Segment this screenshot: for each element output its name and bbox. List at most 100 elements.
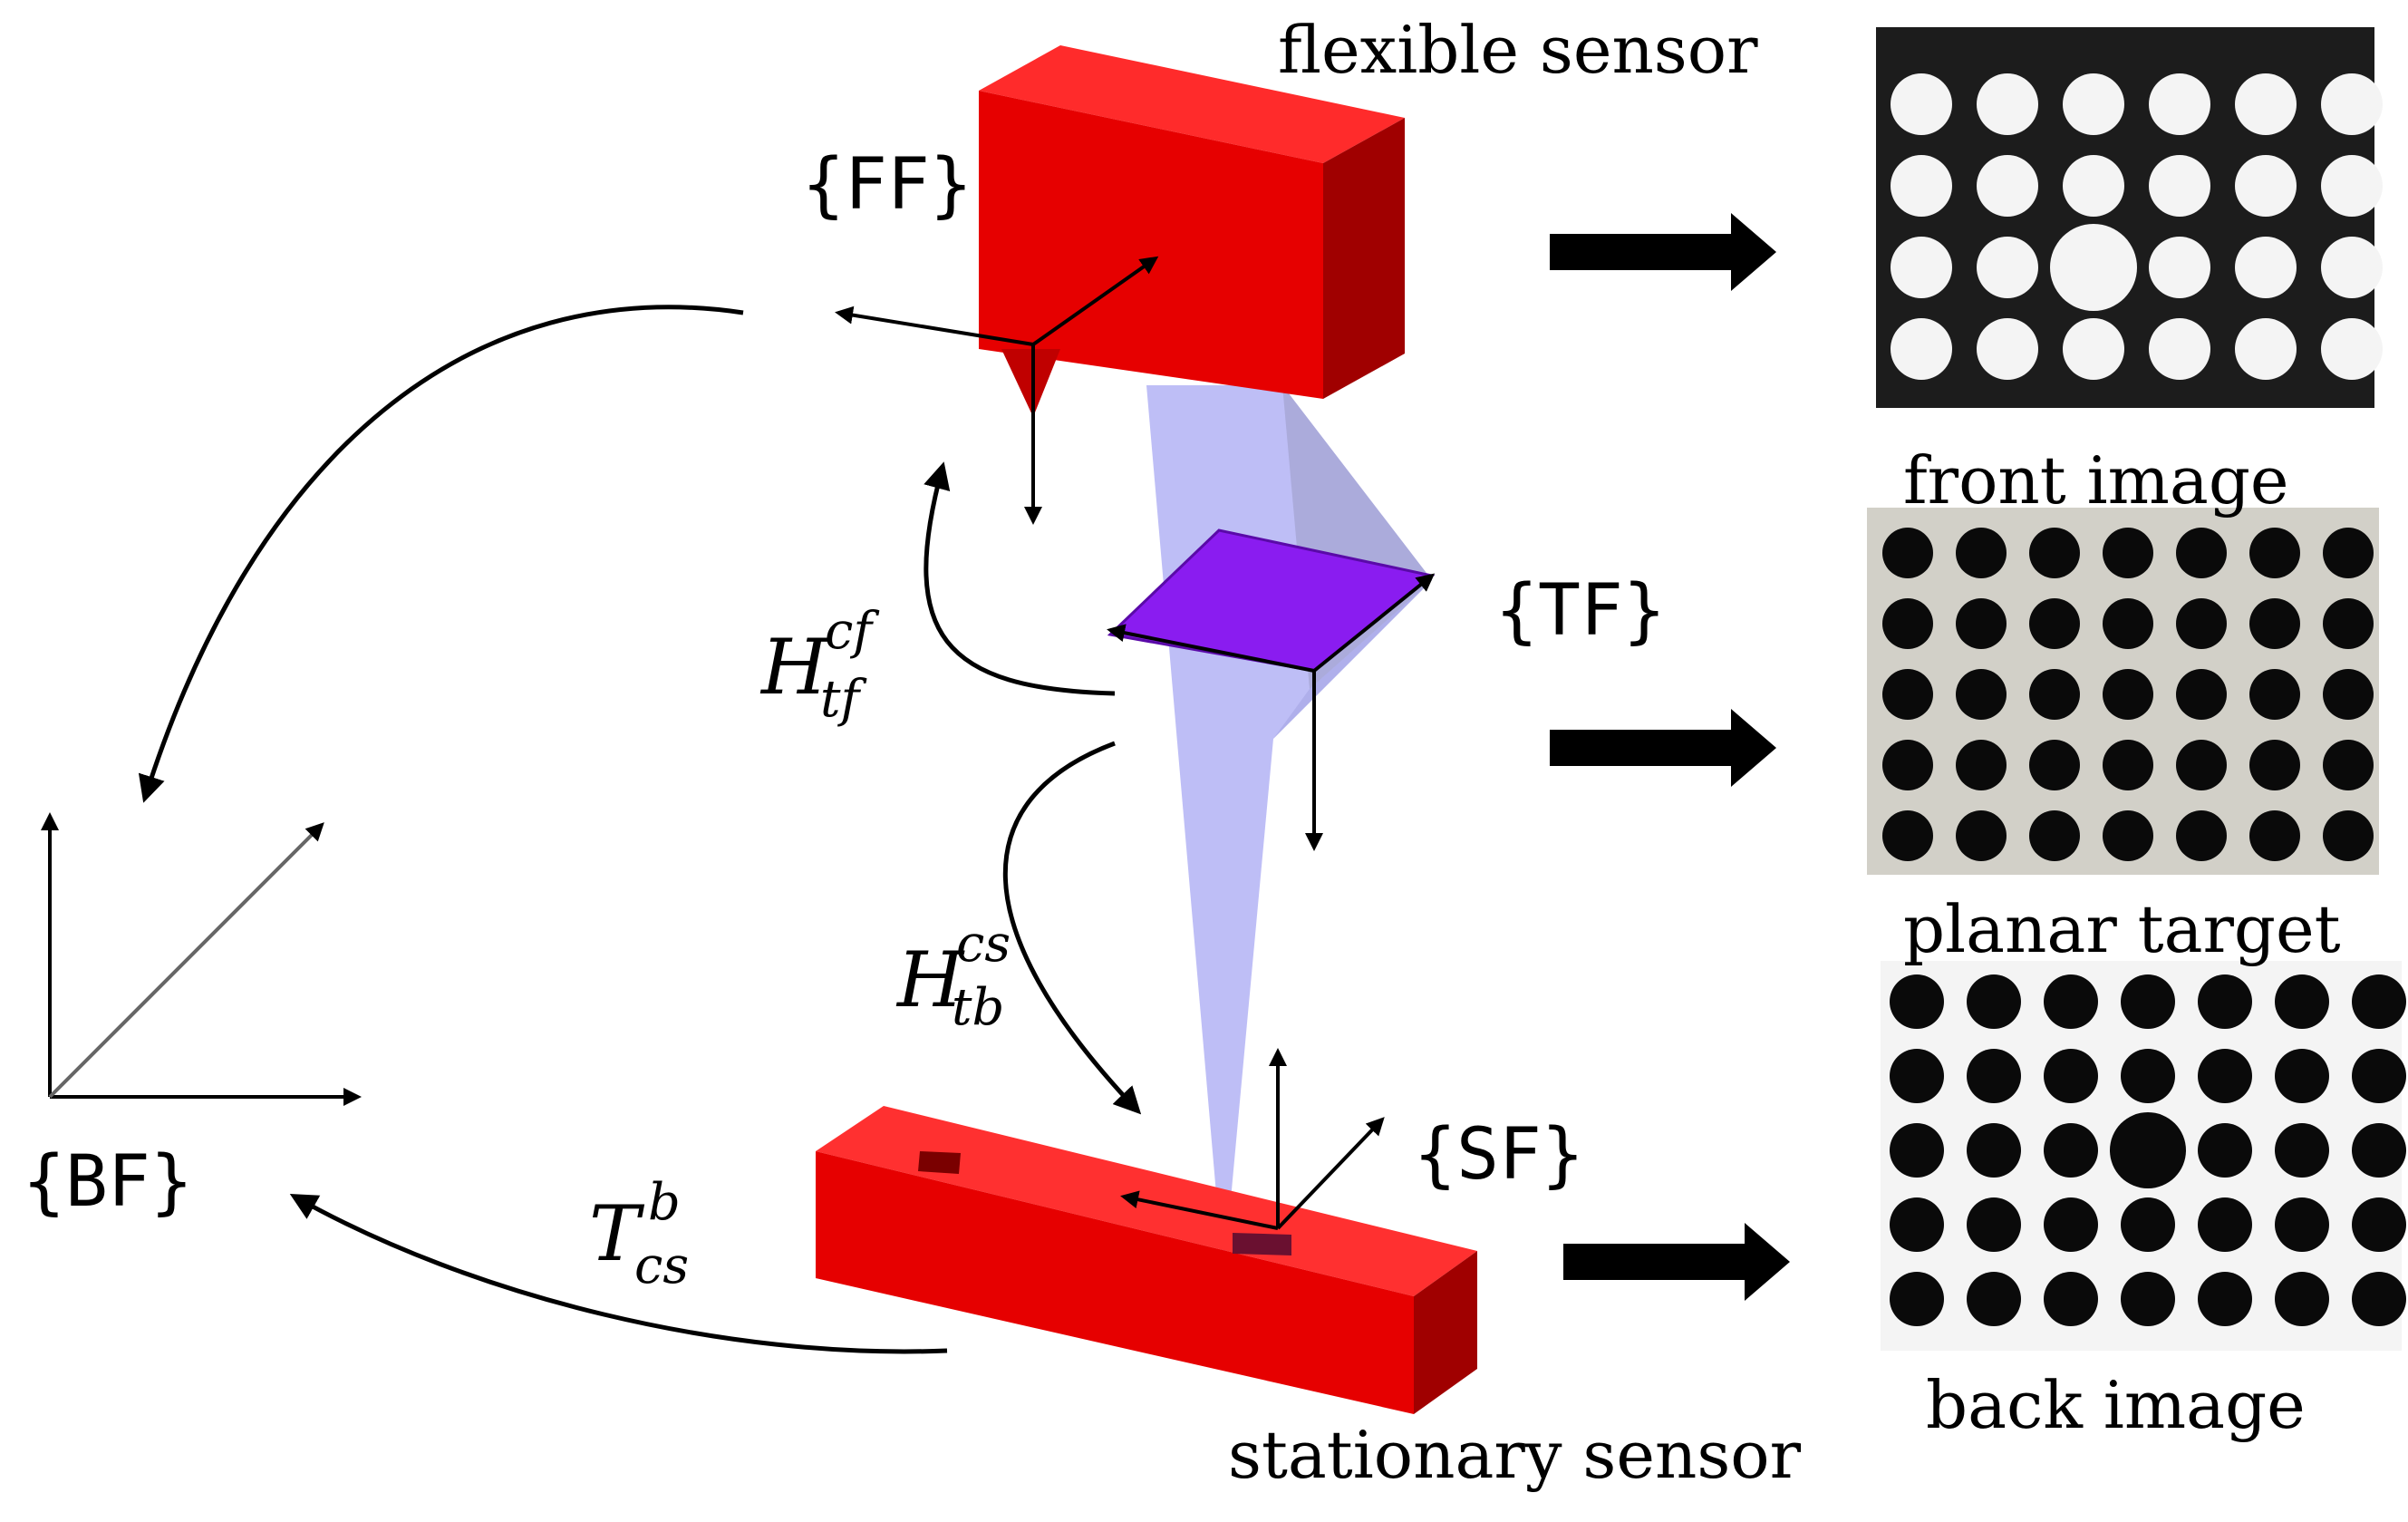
grid-dot (2149, 155, 2210, 217)
grid-dot (1967, 1049, 2021, 1103)
grid-dot (2323, 810, 2374, 861)
grid-dot (2029, 740, 2080, 790)
svg-text:H: H (759, 623, 829, 712)
svg-text:T: T (589, 1189, 645, 1278)
grid-dot (2176, 810, 2227, 861)
grid-dot (2029, 598, 2080, 649)
transform-h-tb-cs: H cs tb (895, 915, 1011, 1037)
svg-text:tb: tb (952, 978, 1004, 1037)
grid-dot (1890, 1123, 1944, 1178)
grid-dot (1882, 528, 1933, 578)
back-image-dots (1890, 974, 2406, 1326)
grid-dot (1882, 740, 1933, 790)
grid-dot (2198, 1123, 2252, 1178)
grid-dot (2323, 740, 2374, 790)
grid-dot (2103, 740, 2153, 790)
stationary-sensor-block (816, 1106, 1477, 1414)
tf-axes (1107, 573, 1436, 851)
grid-dot (2352, 1272, 2406, 1326)
grid-dot (2063, 73, 2124, 135)
grid-dot (1956, 810, 2007, 861)
grid-dot (1956, 528, 2007, 578)
front-image-dots (1891, 73, 2383, 380)
flexible-sensor-block (979, 45, 1405, 417)
grid-dot (2352, 1197, 2406, 1252)
grid-dot (1891, 73, 1952, 135)
svg-text:cf: cf (825, 602, 880, 661)
ff-axes (835, 256, 1159, 525)
grid-dot (1890, 1272, 1944, 1326)
grid-dot (2235, 73, 2297, 135)
grid-dot (2249, 810, 2300, 861)
grid-dot (1882, 598, 1933, 649)
svg-text:b: b (648, 1173, 681, 1232)
grid-dot (2176, 669, 2227, 720)
grid-dot (2149, 318, 2210, 380)
transform-h-tf-cf: H cf tf (759, 602, 880, 729)
grid-dot (2321, 318, 2383, 380)
grid-dot (2044, 1049, 2098, 1103)
grid-dot (2198, 1049, 2252, 1103)
grid-dot (2321, 155, 2383, 217)
grid-dot (2235, 237, 2297, 298)
grid-dot (1967, 1272, 2021, 1326)
grid-dot (2275, 974, 2329, 1029)
frame-ff-label: {FF} (802, 144, 972, 226)
grid-dot (2176, 598, 2227, 649)
right-arrow-icon (1550, 709, 1776, 787)
grid-dot (2044, 1272, 2098, 1326)
grid-dot (2249, 598, 2300, 649)
grid-dot (2235, 155, 2297, 217)
grid-dot (2044, 974, 2098, 1029)
right-arrow-icon (1550, 213, 1776, 291)
grid-dot (1891, 155, 1952, 217)
grid-dot (2121, 974, 2175, 1029)
grid-dot (2249, 528, 2300, 578)
grid-dot (2029, 528, 2080, 578)
svg-text:cs: cs (634, 1236, 689, 1295)
grid-dot (1890, 974, 1944, 1029)
grid-dot (1977, 318, 2038, 380)
grid-dot (1890, 1197, 1944, 1252)
planar-target-image (1867, 508, 2379, 875)
grid-dot (1977, 237, 2038, 298)
grid-dot (2044, 1197, 2098, 1252)
frame-tf-label: {TF} (1495, 570, 1666, 652)
grid-dot (2110, 1112, 2186, 1188)
grid-dot (2323, 528, 2374, 578)
grid-dot (2323, 669, 2374, 720)
planar-target-holes (1882, 528, 2374, 861)
front-image (1876, 27, 2383, 408)
grid-dot (2029, 810, 2080, 861)
grid-dot (2044, 1123, 2098, 1178)
grid-dot (2176, 740, 2227, 790)
grid-dot (1956, 598, 2007, 649)
stationary-sensor-label: stationary sensor (1228, 1417, 1802, 1493)
grid-dot (2249, 740, 2300, 790)
grid-dot (2103, 528, 2153, 578)
grid-dot (1956, 669, 2007, 720)
grid-dot (2029, 669, 2080, 720)
grid-dot (1882, 669, 1933, 720)
grid-dot (2063, 318, 2124, 380)
grid-dot (1967, 974, 2021, 1029)
projection-frustum (1146, 385, 1432, 1278)
grid-dot (2275, 1197, 2329, 1252)
grid-dot (2323, 598, 2374, 649)
grid-dot (1891, 237, 1952, 298)
grid-dot (2198, 1272, 2252, 1326)
grid-dot (2275, 1123, 2329, 1178)
frame-sf-label: {SF} (1414, 1114, 1584, 1196)
svg-text:tf: tf (820, 670, 868, 729)
grid-dot (2176, 528, 2227, 578)
grid-dot (2321, 237, 2383, 298)
back-image-label: back image (1926, 1367, 2306, 1443)
planar-target-label: planar target (1903, 891, 2341, 967)
svg-text:cs: cs (956, 915, 1011, 974)
svg-text:H: H (895, 935, 965, 1024)
sf-axes (1120, 1048, 1385, 1230)
grid-dot (2352, 1049, 2406, 1103)
grid-dot (2352, 974, 2406, 1029)
grid-dot (2121, 1197, 2175, 1252)
